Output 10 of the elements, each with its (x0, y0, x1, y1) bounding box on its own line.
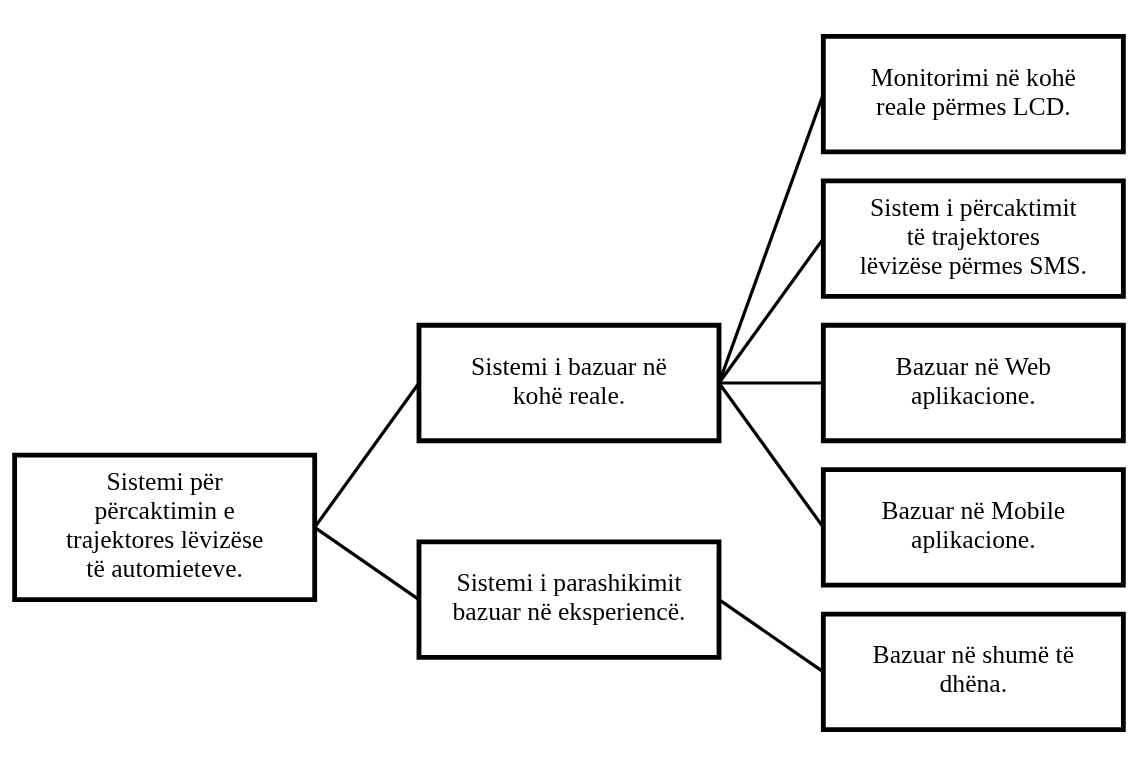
connector (717, 93, 825, 384)
node-box: Bazuar në shumë të dhëna. (820, 611, 1126, 732)
node-box: Sistem i përcaktimit të trajektores lëvizëse përmes SMS. (820, 178, 1126, 299)
node-box: Bazuar në Web aplikacione. (820, 322, 1126, 444)
node-box: Sistemi i parashikimit bazuar në eksperiencë. (416, 539, 722, 660)
node-box: Monitorimi në kohë reale përmes LCD. (820, 34, 1126, 155)
node-box: Bazuar në Mobile aplikacione. (820, 467, 1126, 588)
node-box: Sistemi për përcaktimin e trajektores lëvizëse të automieteve. (12, 452, 318, 602)
connector (719, 381, 824, 385)
node-box: Sistemi i bazuar në kohë reale. (416, 322, 722, 444)
